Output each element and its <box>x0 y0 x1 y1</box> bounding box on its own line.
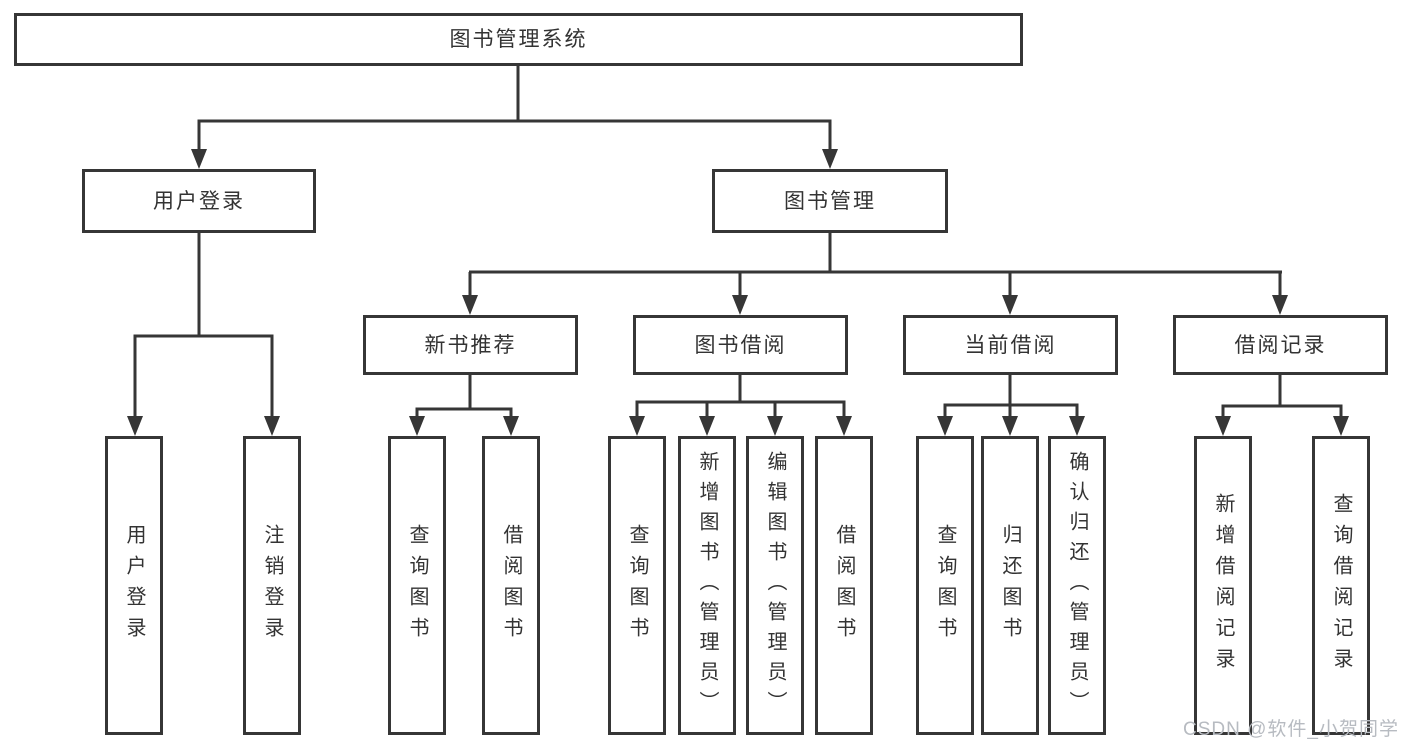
node-book-management: 图书管理 <box>712 169 948 233</box>
watermark-text: CSDN @软件_小贺同学 <box>1183 719 1399 740</box>
node-user-login: 用户登录 <box>82 169 316 233</box>
node-borrow-records-label: 借阅记录 <box>1234 333 1327 357</box>
node-root: 图书管理系统 <box>14 13 1023 66</box>
leaf-label: 查询图书 <box>934 523 956 648</box>
node-book-borrow: 图书借阅 <box>633 315 848 375</box>
node-leaf-query-books-2: 查询图书 <box>608 436 666 735</box>
node-leaf-edit-books-admin: 编辑图书（管理员） <box>746 436 804 735</box>
leaf-label: 查询图书 <box>406 523 428 648</box>
node-leaf-query-borrow-record: 查询借阅记录 <box>1312 436 1370 735</box>
node-leaf-return-books: 归还图书 <box>981 436 1039 735</box>
leaf-label: 用户登录 <box>123 523 145 648</box>
node-leaf-query-books-1: 查询图书 <box>388 436 446 735</box>
node-leaf-query-books-3: 查询图书 <box>916 436 974 735</box>
node-leaf-add-borrow-record: 新增借阅记录 <box>1194 436 1252 735</box>
node-root-label: 图书管理系统 <box>449 28 588 51</box>
node-current-borrow-label: 当前借阅 <box>964 333 1057 357</box>
node-new-book-recommend-label: 新书推荐 <box>424 333 517 357</box>
node-leaf-borrow-books-2: 借阅图书 <box>815 436 873 735</box>
node-leaf-logout: 注销登录 <box>243 436 301 735</box>
node-book-borrow-label: 图书借阅 <box>694 333 787 357</box>
node-leaf-add-books-admin: 新增图书（管理员） <box>678 436 736 735</box>
leaf-label: 编辑图书（管理员） <box>764 450 786 721</box>
node-book-management-label: 图书管理 <box>784 189 876 213</box>
node-leaf-user-login: 用户登录 <box>105 436 163 735</box>
leaf-label: 归还图书 <box>999 523 1021 648</box>
node-user-login-label: 用户登录 <box>153 189 245 213</box>
leaf-label: 确认归还（管理员） <box>1066 450 1088 721</box>
node-borrow-records: 借阅记录 <box>1173 315 1388 375</box>
leaf-label: 注销登录 <box>261 523 283 648</box>
node-leaf-borrow-books-1: 借阅图书 <box>482 436 540 735</box>
node-current-borrow: 当前借阅 <box>903 315 1118 375</box>
leaf-label: 查询借阅记录 <box>1330 492 1352 679</box>
node-leaf-confirm-return-admin: 确认归还（管理员） <box>1048 436 1106 735</box>
node-new-book-recommend: 新书推荐 <box>363 315 578 375</box>
leaf-label: 借阅图书 <box>833 523 855 648</box>
leaf-label: 查询图书 <box>626 523 648 648</box>
leaf-label: 新增借阅记录 <box>1212 492 1234 679</box>
leaf-label: 新增图书（管理员） <box>696 450 718 721</box>
leaf-label: 借阅图书 <box>500 523 522 648</box>
